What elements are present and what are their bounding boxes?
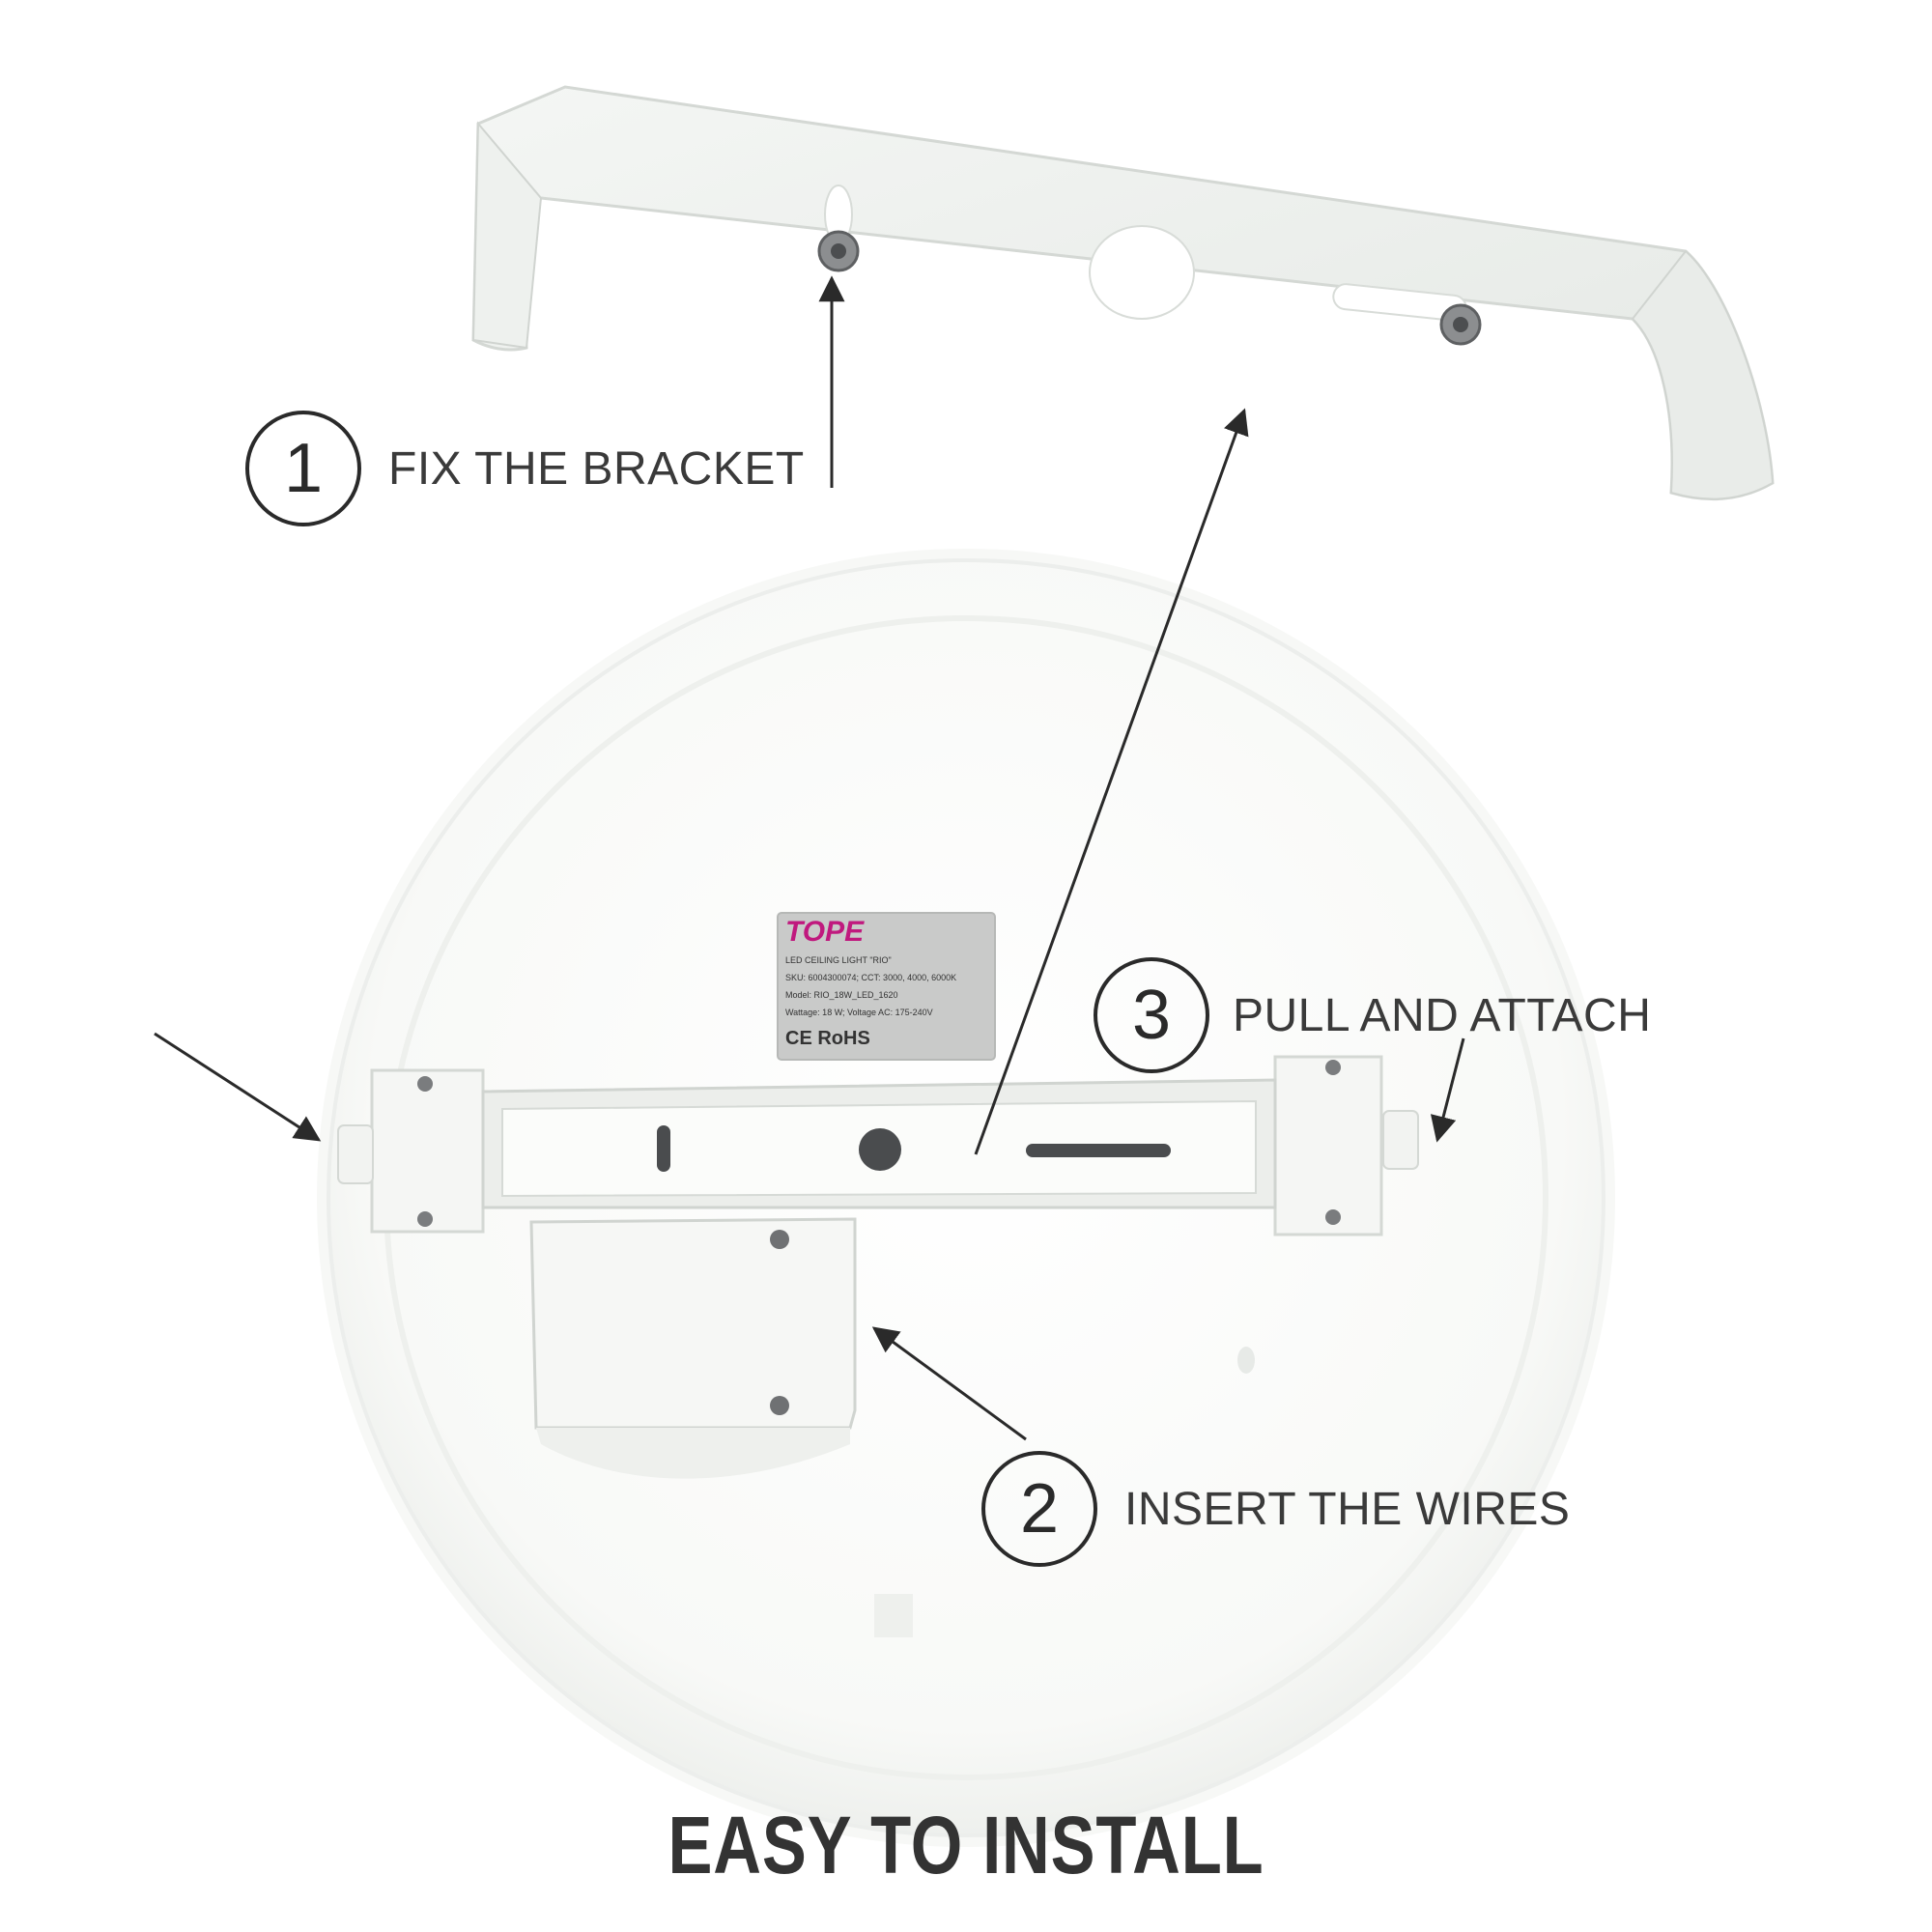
screw-icon bbox=[770, 1396, 789, 1415]
step-3-number: 3 bbox=[1131, 977, 1172, 1054]
step-1-circle bbox=[245, 411, 361, 526]
screw-icon bbox=[417, 1211, 433, 1227]
arrow-step-2 bbox=[871, 1326, 1027, 1441]
screw-icon bbox=[770, 1230, 789, 1249]
screw-icon bbox=[1325, 1209, 1341, 1225]
step-1-number: 1 bbox=[283, 430, 324, 507]
brand-logo: TOPE bbox=[785, 916, 865, 948]
rating-label bbox=[777, 912, 996, 1061]
arrow-left-clip bbox=[154, 1032, 322, 1142]
step-3-label: PULL AND ATTACH bbox=[1233, 990, 1652, 1041]
arrow-step-3-center bbox=[974, 408, 1249, 1155]
step-2-label: INSERT THE WIRES bbox=[1124, 1484, 1571, 1535]
rating-product: LED CEILING LIGHT "RIO" bbox=[785, 955, 892, 965]
headline: EASY TO INSTALL bbox=[668, 1800, 1264, 1890]
step-1-label: FIX THE BRACKET bbox=[388, 443, 805, 495]
rating-sku: SKU: 6004300074; CCT: 3000, 4000, 6000K bbox=[785, 973, 957, 982]
screw-icon bbox=[417, 1076, 433, 1092]
step-3-circle bbox=[1094, 957, 1209, 1073]
rating-power: Wattage: 18 W; Voltage AC: 175-240V bbox=[785, 1008, 933, 1017]
rating-marks: CE RoHS bbox=[785, 1028, 870, 1049]
rating-model: Model: RIO_18W_LED_1620 bbox=[785, 990, 898, 1000]
screw-icon bbox=[1325, 1060, 1341, 1075]
step-2-number: 2 bbox=[1019, 1470, 1060, 1548]
mounting-bracket bbox=[471, 85, 1775, 500]
arrow-right-clip bbox=[1430, 1037, 1465, 1143]
terminal-box bbox=[529, 1217, 1255, 1479]
step-2-circle bbox=[981, 1451, 1097, 1567]
mounting-rail bbox=[337, 1055, 1419, 1236]
